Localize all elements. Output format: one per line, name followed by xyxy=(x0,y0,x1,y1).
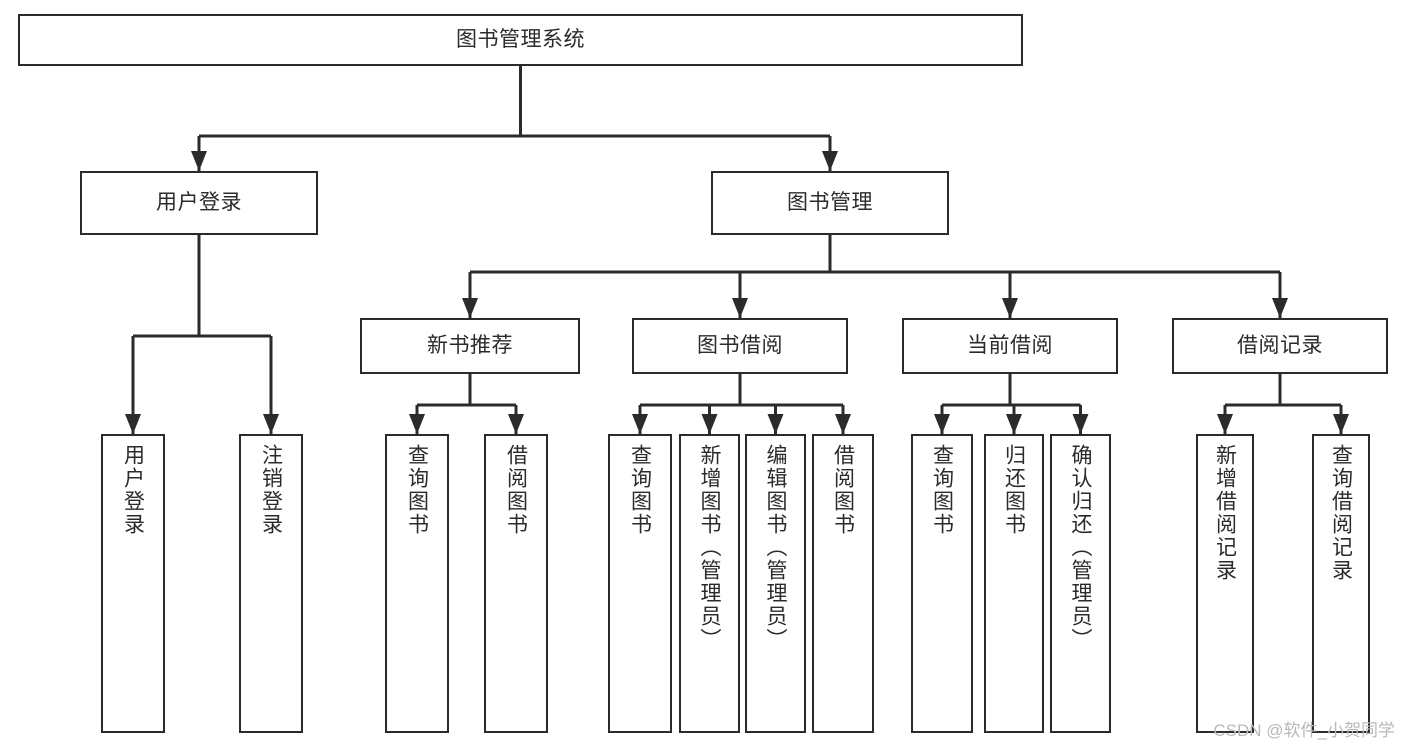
watermark-label: CSDN @软件_小贺同学 xyxy=(1213,721,1395,740)
arrow-head-e-ul-login xyxy=(125,414,141,434)
node-label-leaf-bb-borrow: 借阅图书 xyxy=(831,444,855,536)
arrow-head-e-bl-query xyxy=(1333,414,1349,434)
node-book-borrow[interactable]: 图书借阅 xyxy=(632,318,848,374)
node-label-cur-borrow: 当前借阅 xyxy=(967,334,1053,358)
node-label-leaf-bb-query: 查询图书 xyxy=(628,444,652,536)
node-leaf-nbr-borrow[interactable]: 借阅图书 xyxy=(484,434,548,733)
node-label-book-mgmt: 图书管理 xyxy=(787,191,873,215)
node-leaf-bb-edit[interactable]: 编辑图书（管理员） xyxy=(745,434,806,733)
arrow-head-e-cb-return xyxy=(1006,414,1022,434)
node-cur-borrow[interactable]: 当前借阅 xyxy=(902,318,1118,374)
arrow-head-e-bm-bb xyxy=(732,298,748,318)
node-leaf-nbr-query[interactable]: 查询图书 xyxy=(385,434,449,733)
node-leaf-bb-query[interactable]: 查询图书 xyxy=(608,434,672,733)
arrow-head-e-cb-query xyxy=(934,414,950,434)
node-user-login[interactable]: 用户登录 xyxy=(80,171,318,235)
arrow-head-e-cb-confirm xyxy=(1072,414,1089,434)
node-label-leaf-cb-query: 查询图书 xyxy=(930,444,954,536)
arrow-head-e-bm-bl xyxy=(1272,298,1288,318)
node-label-new-book-rec: 新书推荐 xyxy=(427,334,513,358)
arrow-head-e-bb-borrow xyxy=(835,414,851,434)
node-label-leaf-nbr-borrow: 借阅图书 xyxy=(504,444,528,536)
node-new-book-rec[interactable]: 新书推荐 xyxy=(360,318,580,374)
arrow-head-e-root-bookmgmt xyxy=(822,151,838,171)
arrow-head-e-bm-cb xyxy=(1002,298,1018,318)
node-label-leaf-bl-query: 查询借阅记录 xyxy=(1329,444,1353,582)
node-leaf-user-logout[interactable]: 注销登录 xyxy=(239,434,303,733)
node-leaf-bb-add[interactable]: 新增图书（管理员） xyxy=(679,434,740,733)
node-leaf-cb-query[interactable]: 查询图书 xyxy=(911,434,973,733)
node-label-book-borrow: 图书借阅 xyxy=(697,334,783,358)
arrow-head-e-bb-query xyxy=(632,414,648,434)
node-root[interactable]: 图书管理系统 xyxy=(18,14,1023,66)
arrow-head-e-nbr-query xyxy=(409,414,425,434)
arrow-head-e-root-userlogin xyxy=(191,151,207,171)
arrow-head-e-bb-add xyxy=(701,414,718,434)
arrow-head-e-nbr-borrow xyxy=(508,414,524,434)
node-leaf-user-login[interactable]: 用户登录 xyxy=(101,434,165,733)
node-label-root: 图书管理系统 xyxy=(456,28,585,52)
node-label-leaf-bb-edit: 编辑图书（管理员） xyxy=(764,444,787,651)
node-label-leaf-bb-add: 新增图书（管理员） xyxy=(698,444,721,651)
node-label-borrow-log: 借阅记录 xyxy=(1237,334,1323,358)
node-label-user-login: 用户登录 xyxy=(156,191,242,215)
arrow-head-e-ul-logout xyxy=(263,414,279,434)
arrow-head-e-bl-add xyxy=(1217,414,1233,434)
arrow-head-e-bm-nbr xyxy=(462,298,478,318)
node-label-leaf-user-login: 用户登录 xyxy=(121,444,145,536)
node-label-leaf-user-logout: 注销登录 xyxy=(259,444,283,536)
node-leaf-cb-return[interactable]: 归还图书 xyxy=(984,434,1044,733)
node-label-leaf-cb-return: 归还图书 xyxy=(1002,444,1026,536)
node-borrow-log[interactable]: 借阅记录 xyxy=(1172,318,1388,374)
node-leaf-bl-add[interactable]: 新增借阅记录 xyxy=(1196,434,1254,733)
node-leaf-bb-borrow[interactable]: 借阅图书 xyxy=(812,434,874,733)
node-book-mgmt[interactable]: 图书管理 xyxy=(711,171,949,235)
node-label-leaf-cb-confirm: 确认归还（管理员） xyxy=(1069,444,1092,651)
node-leaf-cb-confirm[interactable]: 确认归还（管理员） xyxy=(1050,434,1111,733)
arrow-head-e-bb-edit xyxy=(767,414,784,434)
node-leaf-bl-query[interactable]: 查询借阅记录 xyxy=(1312,434,1370,733)
node-label-leaf-bl-add: 新增借阅记录 xyxy=(1213,444,1237,582)
node-label-leaf-nbr-query: 查询图书 xyxy=(405,444,429,536)
